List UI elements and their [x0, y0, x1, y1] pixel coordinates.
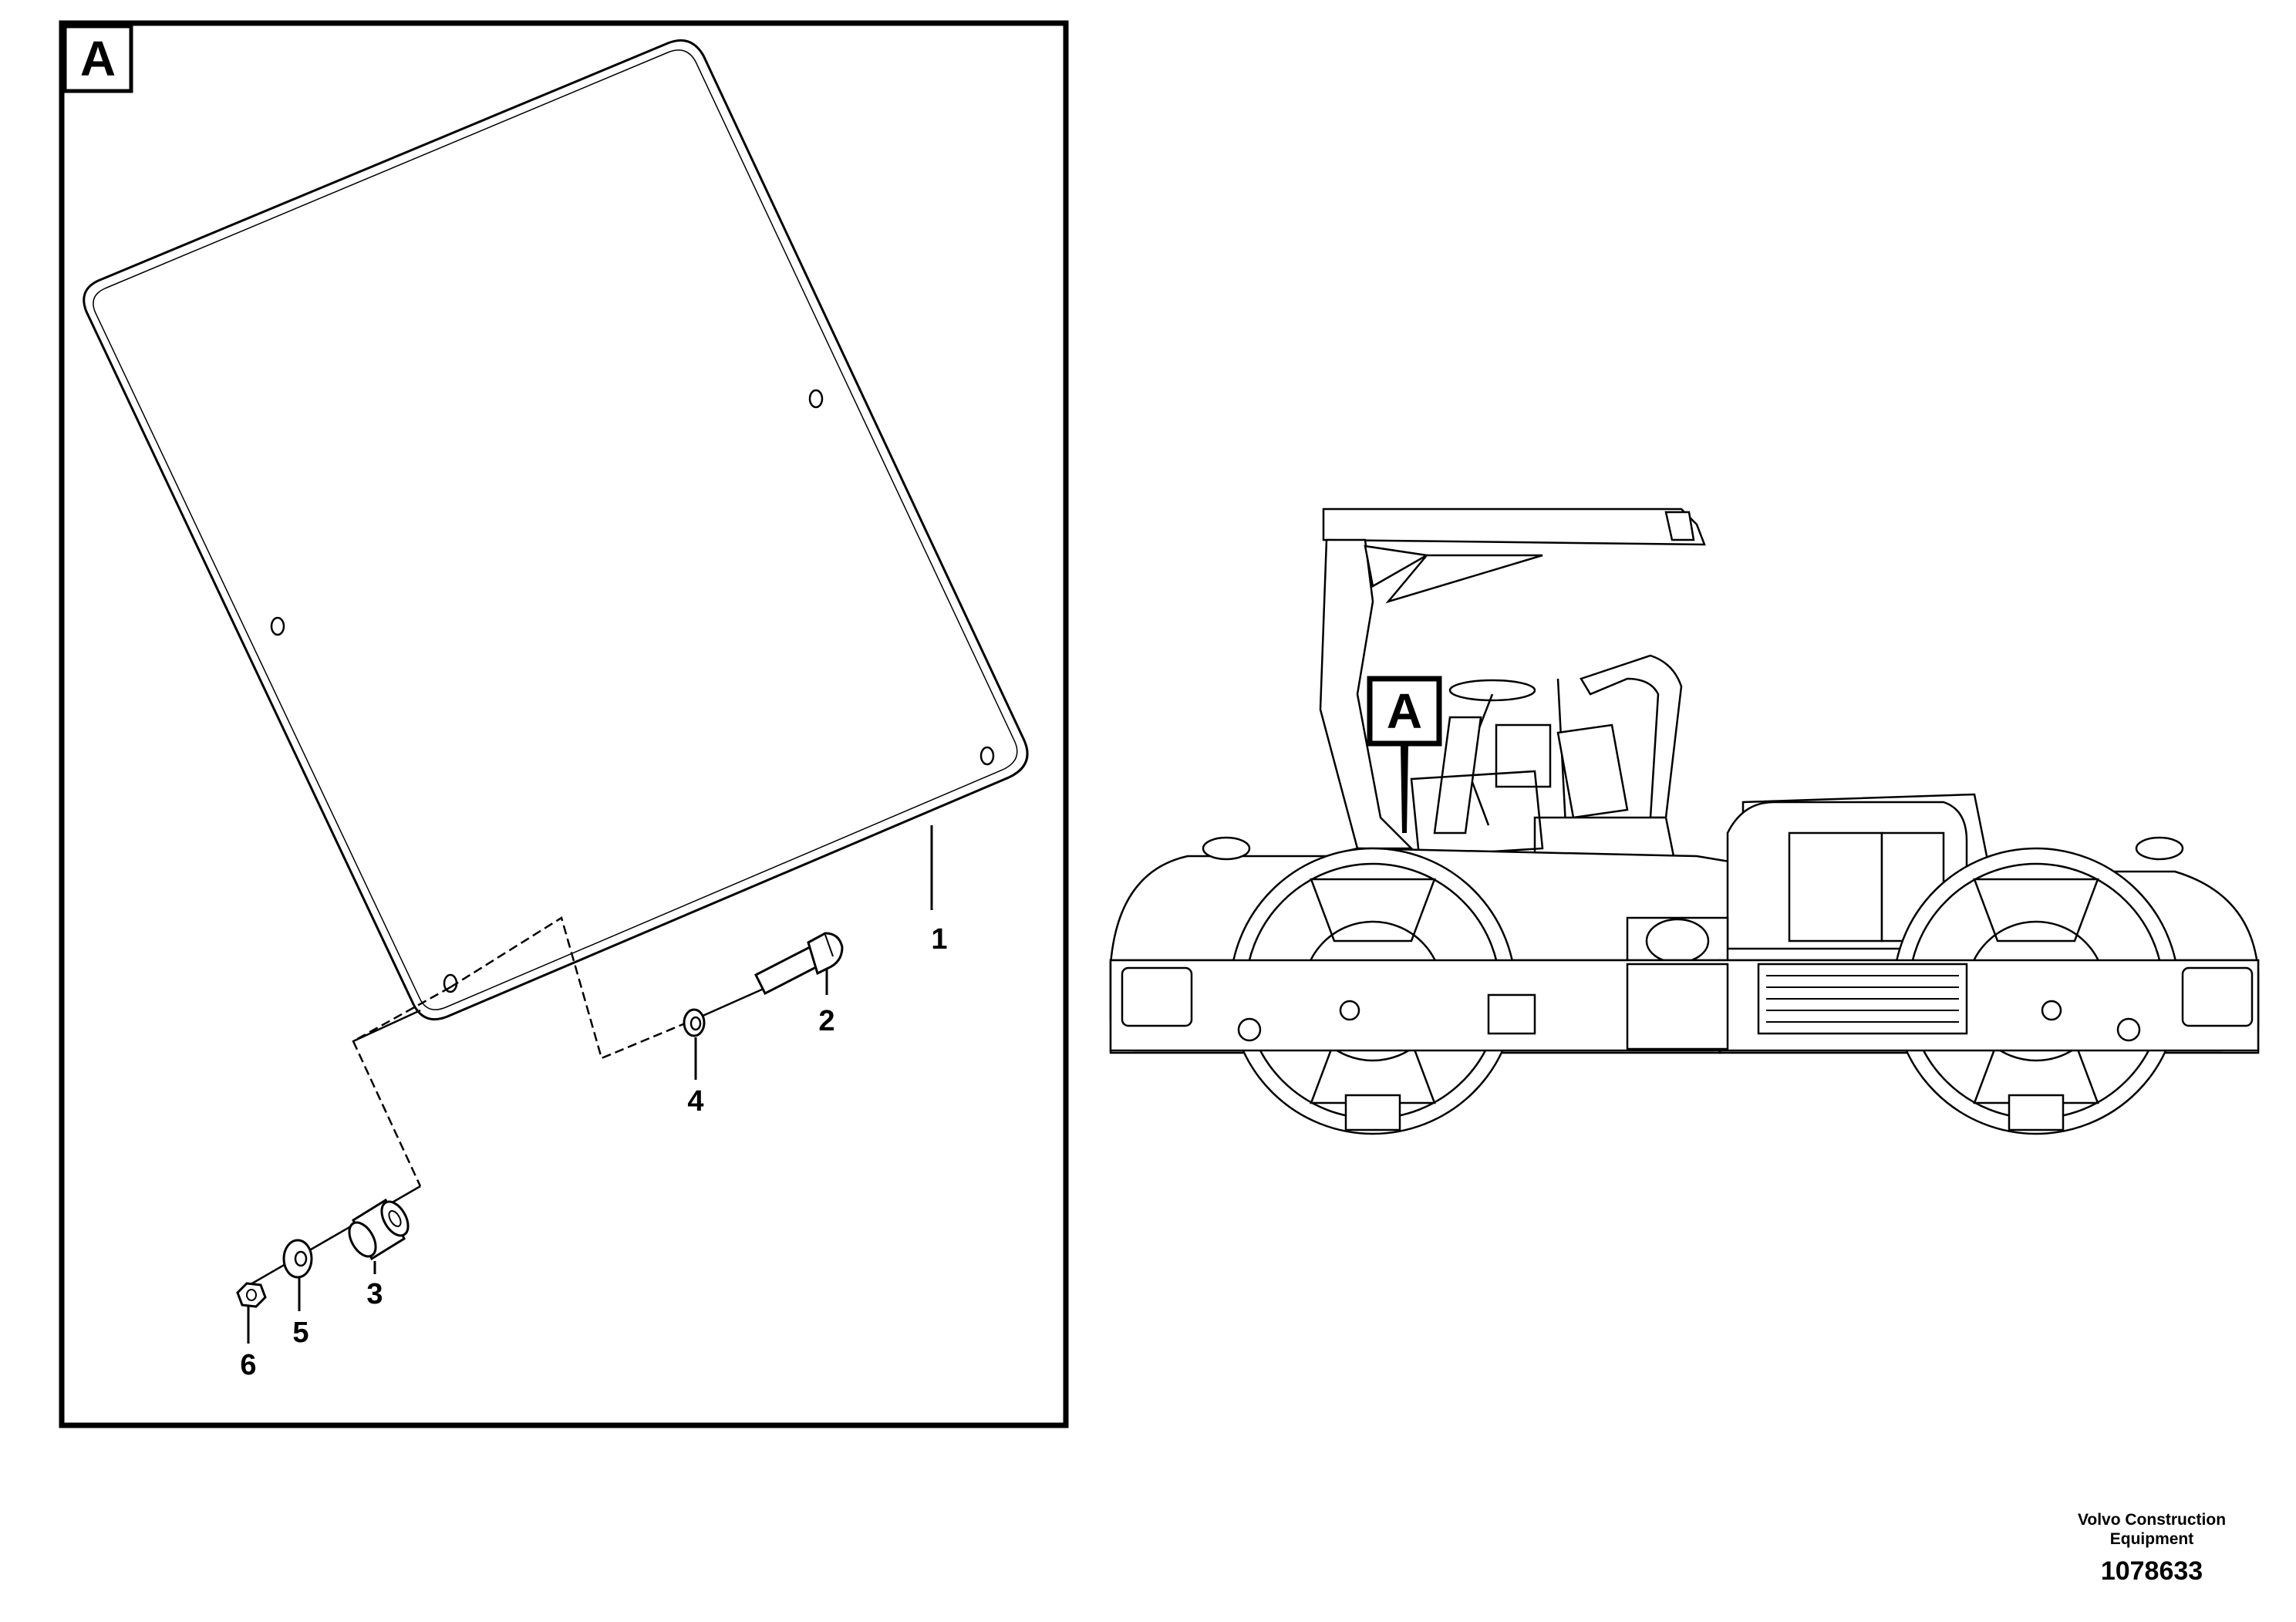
callout-5: 5	[292, 1317, 308, 1349]
seat-back	[1556, 723, 1629, 819]
callout-1: 1	[931, 923, 947, 956]
brand-line-2: Equipment	[2109, 1530, 2194, 1548]
washer-small	[683, 1008, 706, 1037]
glass-panel-edge	[93, 49, 1018, 1010]
washer-large	[282, 1239, 313, 1279]
water-tank-cap	[2135, 836, 2184, 861]
machine-label: A	[1387, 683, 1422, 739]
mounting-hole	[808, 389, 824, 409]
side-frame	[1109, 959, 2260, 1052]
water-tank-cap	[1202, 836, 1251, 861]
assembly-line-solid	[352, 1009, 421, 1043]
seat-base	[1533, 816, 1675, 858]
brand-name: Volvo Construction Equipment	[2052, 1510, 2252, 1549]
brand-line-1: Volvo Construction	[2077, 1511, 2227, 1529]
callout-3: 3	[366, 1278, 383, 1310]
detail-view-a: A	[59, 20, 1069, 1428]
nut	[236, 1282, 267, 1308]
machine-label-pointer	[1401, 744, 1408, 833]
machine-overview	[1109, 508, 2260, 1135]
glass-panel	[83, 39, 1029, 1020]
spacer	[348, 1198, 410, 1261]
callout-2: 2	[818, 1005, 834, 1037]
canopy-roof	[1322, 508, 1706, 546]
mounting-hole	[979, 746, 995, 766]
assembly-line-bolt	[450, 916, 695, 1060]
steering-wheel	[1448, 679, 1536, 702]
bolt	[754, 932, 844, 996]
assembly-axis-bolt	[693, 987, 764, 1021]
mounting-hole	[270, 616, 285, 636]
articulation-joint	[1626, 916, 1729, 966]
callout-6: 6	[240, 1349, 256, 1381]
machine-label-a: A	[1367, 676, 1442, 833]
document-number: 1078633	[2100, 1556, 2203, 1586]
callout-4: 4	[687, 1085, 703, 1118]
detail-label-box	[62, 24, 133, 93]
detail-label: A	[80, 31, 116, 86]
